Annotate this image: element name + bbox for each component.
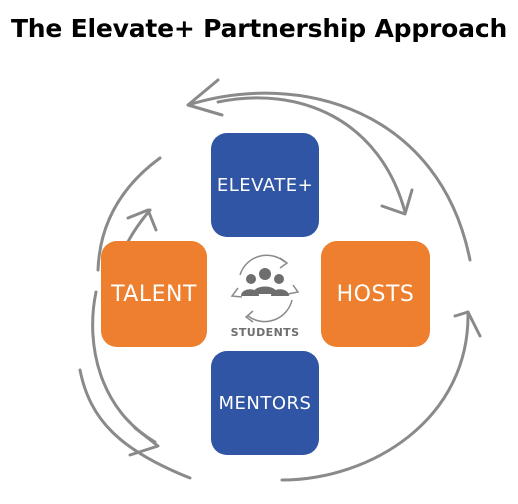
small-cycle-arrows <box>230 254 300 323</box>
node-talent-label: TALENT <box>111 281 197 307</box>
arrow-left <box>96 156 162 272</box>
arrow-bottom-right <box>280 310 470 482</box>
diagram-title: The Elevate+ Partnership Approach <box>10 14 508 43</box>
center-students-label: STUDENTS <box>230 326 300 339</box>
node-hosts: HOSTS <box>321 241 430 347</box>
node-elevate: ELEVATE+ <box>211 133 319 237</box>
node-talent: TALENT <box>101 241 207 347</box>
arrow-top-right <box>216 96 407 214</box>
node-hosts-label: HOSTS <box>336 281 415 307</box>
node-mentors-label: MENTORS <box>218 392 312 414</box>
group-people-icon <box>241 268 289 296</box>
node-elevate-label: ELEVATE+ <box>216 174 314 196</box>
node-mentors: MENTORS <box>211 351 319 455</box>
